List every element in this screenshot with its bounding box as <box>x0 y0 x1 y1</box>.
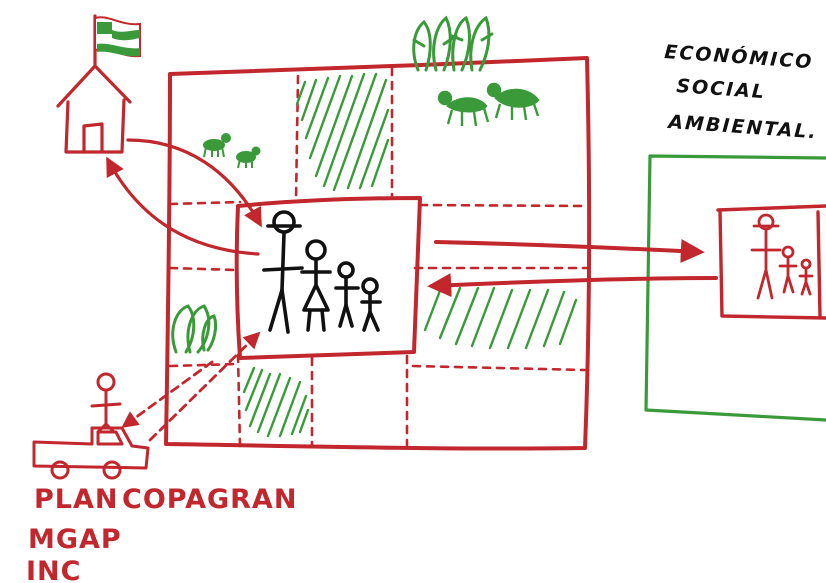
label-social: SOCIAL <box>676 75 767 103</box>
label-copagran: COPAGRAN <box>122 484 297 515</box>
family-icon <box>264 212 380 332</box>
label-economico: ECONÓMICO <box>664 39 815 73</box>
label-plan: PLAN <box>34 484 119 515</box>
paddock-divisions <box>170 68 587 446</box>
exchange-arrows <box>432 242 716 286</box>
external-region <box>646 156 826 420</box>
pasture-icon <box>244 74 576 436</box>
homestead-box <box>237 198 420 358</box>
person-icon <box>92 374 120 432</box>
label-mgap: MGAP <box>28 524 122 555</box>
flag-icon <box>95 17 140 56</box>
truck-icon <box>34 428 148 478</box>
animal-icon <box>204 134 260 168</box>
animal-icon <box>439 84 538 126</box>
family-icon <box>752 215 812 298</box>
label-ambiental: AMBIENTAL. <box>666 111 819 144</box>
tree-icon <box>173 306 216 352</box>
label-inc: INC <box>26 556 81 583</box>
